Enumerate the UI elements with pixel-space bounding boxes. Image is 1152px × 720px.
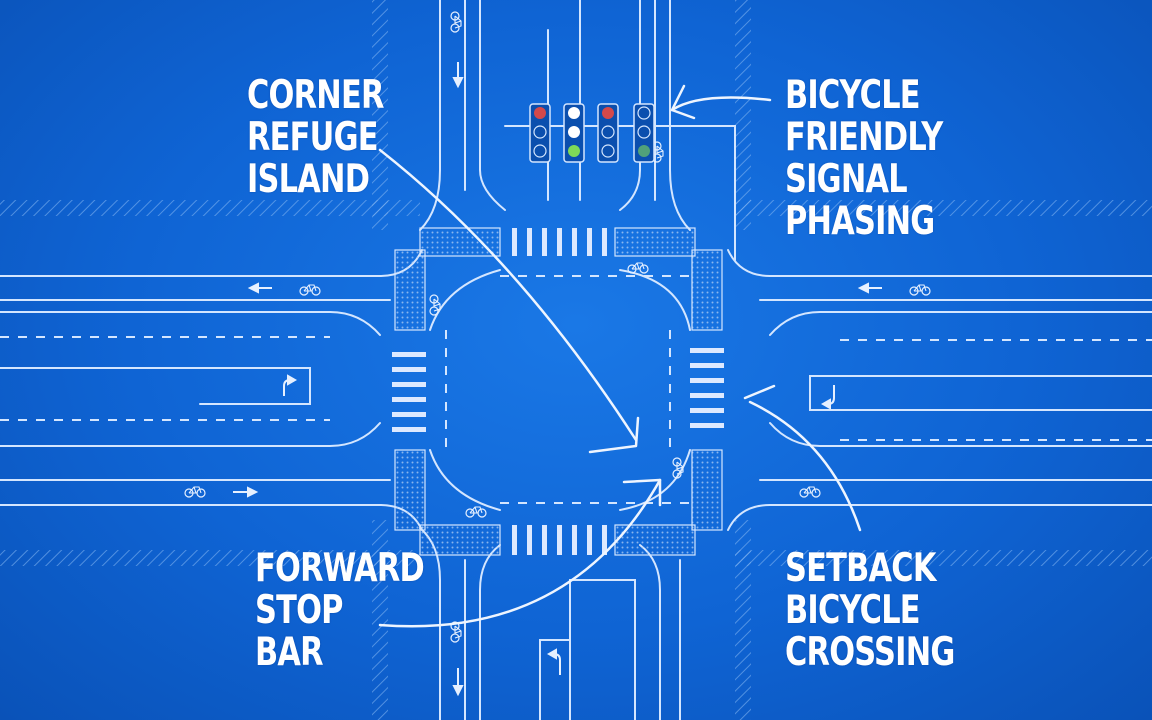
label-line: CORNER — [247, 73, 384, 118]
label-setback-bicycle-crossing: SETBACK BICYCLE CROSSING — [785, 548, 955, 674]
label-line: PHASING — [785, 199, 935, 244]
label-line: BAR — [255, 630, 324, 675]
pointer-setback-crossing — [748, 400, 862, 532]
pointer-forward-stop-bar — [378, 478, 662, 628]
label-line: BICYCLE — [785, 588, 921, 633]
label-line: SIGNAL — [785, 157, 908, 202]
annotation-pointers — [378, 84, 862, 628]
crosswalk-west — [392, 352, 426, 432]
dashed-lines — [0, 275, 1152, 504]
label-line: FRIENDLY — [785, 115, 943, 160]
label-bicycle-friendly-signal-phasing: BICYCLE FRIENDLY SIGNAL PHASING — [785, 73, 943, 244]
label-line: ISLAND — [247, 157, 370, 202]
label-line: FORWARD — [255, 546, 425, 591]
label-line: REFUGE — [247, 115, 379, 160]
crosswalk-east — [690, 348, 724, 428]
crosswalk-south — [512, 525, 607, 555]
pointer-signal-phasing — [670, 96, 772, 112]
crosswalk-north — [512, 228, 607, 256]
label-line: BICYCLE — [785, 73, 921, 118]
bike-crossing-markings — [394, 227, 723, 556]
traffic-signals — [529, 103, 655, 163]
pointer-refuge-island — [378, 148, 638, 442]
label-corner-refuge-island: CORNER REFUGE ISLAND — [247, 75, 384, 201]
label-forward-stop-bar: FORWARD STOP BAR — [255, 546, 425, 675]
label-line: SETBACK — [785, 546, 936, 591]
lane-arrows — [233, 62, 882, 697]
label-line: STOP — [255, 588, 343, 633]
label-line: CROSSING — [785, 630, 955, 675]
